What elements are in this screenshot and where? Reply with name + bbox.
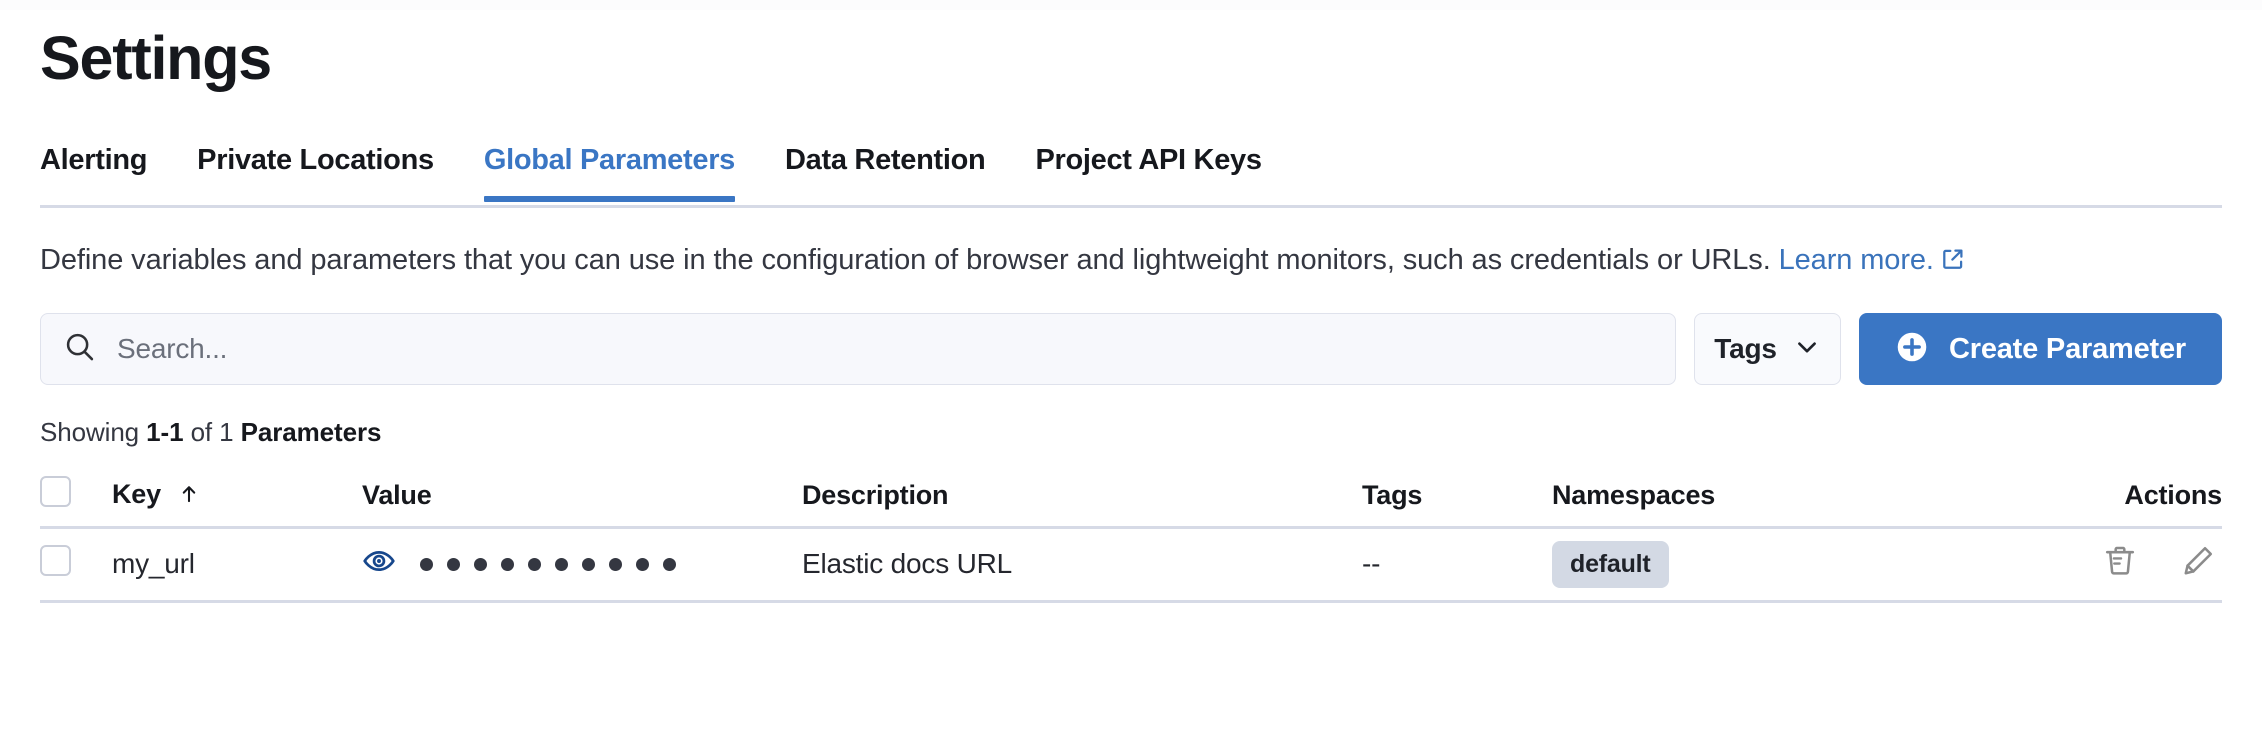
column-header-description[interactable]: Description: [802, 465, 1362, 529]
mask-dot: [582, 557, 595, 571]
row-actions: [1952, 543, 2222, 586]
learn-more-link[interactable]: Learn more.: [1778, 244, 1934, 276]
external-link-icon[interactable]: [1941, 238, 1965, 286]
mask-dot: [447, 557, 460, 571]
cell-namespaces: default: [1552, 527, 1952, 603]
mask-dot: [420, 557, 433, 571]
chevron-down-icon: [1793, 333, 1821, 366]
column-header-actions: Actions: [1952, 465, 2222, 529]
arrow-up-icon: [178, 481, 200, 512]
column-header-key[interactable]: Key: [112, 465, 362, 529]
tags-filter-label: Tags: [1714, 333, 1777, 364]
search-icon: [63, 330, 97, 369]
create-parameter-label: Create Parameter: [1949, 332, 2186, 365]
plus-circle-icon: [1895, 330, 1929, 369]
parameters-table: Key Value Description Tags Namespaces Ac…: [40, 465, 2222, 603]
results-middle: of 1: [183, 417, 241, 447]
row-checkbox[interactable]: [40, 545, 71, 576]
top-strip: [0, 0, 2262, 10]
results-entity: Parameters: [240, 417, 382, 447]
tags-filter-button[interactable]: Tags: [1694, 313, 1841, 385]
results-summary: Showing 1-1 of 1 Parameters: [40, 417, 2222, 448]
results-prefix: Showing: [40, 417, 147, 447]
value-wrapper: [362, 544, 802, 585]
tab-global-parameters[interactable]: Global Parameters: [483, 130, 735, 202]
cell-tags: --: [1362, 527, 1552, 603]
namespace-badge: default: [1552, 540, 1669, 588]
tab-private-locations[interactable]: Private Locations: [197, 144, 434, 176]
mask-dot: [636, 557, 649, 571]
search-placeholder: Search...: [117, 333, 228, 364]
page-content: Settings Alerting Private Locations Glob…: [40, 0, 2222, 603]
pencil-icon[interactable]: [2180, 543, 2216, 586]
table-body: my_url: [40, 527, 2222, 603]
select-all-checkbox[interactable]: [40, 476, 71, 508]
mask-dot: [528, 557, 541, 571]
column-header-key-label: Key: [112, 478, 161, 509]
row-select-cell: [40, 527, 112, 603]
mask-dot: [555, 557, 568, 571]
cell-key: my_url: [112, 527, 362, 603]
mask-dot: [663, 557, 676, 571]
trash-icon[interactable]: [2102, 543, 2138, 586]
controls-row: Search... Tags Create Parameter: [40, 313, 2222, 385]
table-head: Key Value Description Tags Namespaces Ac…: [40, 465, 2222, 529]
tab-alerting[interactable]: Alerting: [40, 144, 148, 176]
masked-value: [420, 557, 676, 571]
table-row[interactable]: my_url: [40, 527, 2222, 603]
create-parameter-button[interactable]: Create Parameter: [1859, 313, 2222, 385]
cell-description: Elastic docs URL: [802, 527, 1362, 603]
cell-actions: [1952, 527, 2222, 603]
search-input[interactable]: Search...: [40, 313, 1676, 385]
eye-icon[interactable]: [362, 544, 396, 585]
mask-dot: [474, 557, 487, 571]
tab-data-retention[interactable]: Data Retention: [785, 144, 986, 176]
column-header-namespaces[interactable]: Namespaces: [1552, 465, 1952, 529]
column-header-tags[interactable]: Tags: [1362, 465, 1552, 529]
mask-dot: [501, 557, 514, 571]
column-select-all: [40, 465, 112, 529]
column-header-value[interactable]: Value: [362, 465, 802, 529]
table-header-row: Key Value Description Tags Namespaces Ac…: [40, 465, 2222, 529]
page-title: Settings: [40, 24, 272, 92]
results-range: 1-1: [146, 417, 184, 447]
mask-dot: [609, 557, 622, 571]
page-description: Define variables and parameters that you…: [40, 236, 2200, 286]
tab-project-api-keys[interactable]: Project API Keys: [1035, 144, 1262, 176]
cell-value: [362, 527, 802, 603]
settings-tabs: Alerting Private Locations Global Parame…: [40, 130, 2222, 208]
description-text: Define variables and parameters that you…: [40, 244, 1779, 276]
